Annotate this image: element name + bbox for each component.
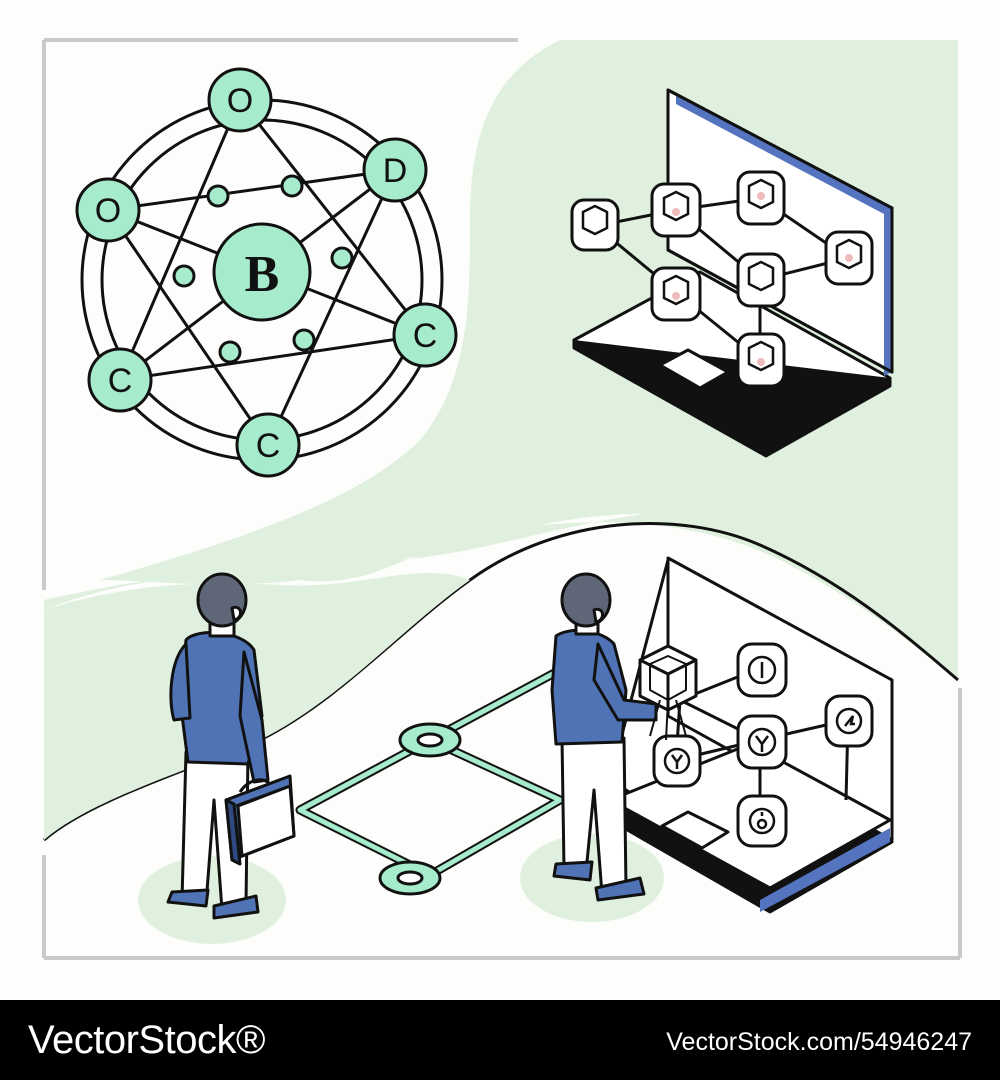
coin-node: B [212, 222, 312, 322]
laptop-top-block-accents [672, 192, 853, 366]
ground-path-fill [297, 667, 563, 878]
briefcase-icon [224, 774, 296, 866]
data-block [570, 198, 620, 252]
arm [592, 642, 658, 722]
shoe [594, 876, 646, 902]
blockchain-network: B O D C C C O [75, 67, 458, 478]
torso [178, 631, 264, 766]
coin-letter: B [245, 246, 280, 303]
person-at-laptop [550, 572, 698, 902]
ground-path [295, 666, 565, 880]
person-with-briefcase [166, 572, 296, 920]
background-blob-bottom-left [44, 503, 958, 680]
illustration: B O D C C C O [42, 38, 962, 960]
network-node-right [392, 302, 458, 368]
touchpad [658, 348, 730, 390]
network-node-lower-left [87, 347, 153, 413]
node-label: C [413, 317, 438, 355]
arm [169, 642, 192, 722]
torso [550, 629, 628, 746]
network-node-left [75, 177, 141, 243]
laptop-bottom-block-marks [663, 655, 863, 835]
watermark-footer: VectorStock® VectorStock.com/54946247 [0, 1000, 1000, 1080]
ear [592, 607, 604, 624]
frame-lines [42, 38, 962, 960]
node-label: D [383, 152, 408, 190]
node-label: C [108, 362, 133, 400]
laptop-top-block-marks [581, 178, 863, 372]
brand-logo: VectorStock® [28, 1018, 265, 1062]
touchpad [660, 810, 730, 850]
network-node-upper-right [362, 137, 428, 203]
shoe [212, 894, 260, 920]
shadow-left [138, 856, 286, 944]
node-label: O [95, 192, 121, 230]
network-node-top [207, 67, 273, 133]
ear [230, 605, 242, 622]
shadow-right [520, 834, 664, 922]
cube-block-icon [638, 644, 698, 741]
node-label: O [227, 82, 253, 120]
stock-url: VectorStock.com/54946247 [666, 1028, 972, 1056]
shoe [552, 860, 594, 882]
node-label: C [256, 427, 281, 465]
network-node-bottom [235, 412, 301, 478]
shoe [166, 888, 210, 908]
